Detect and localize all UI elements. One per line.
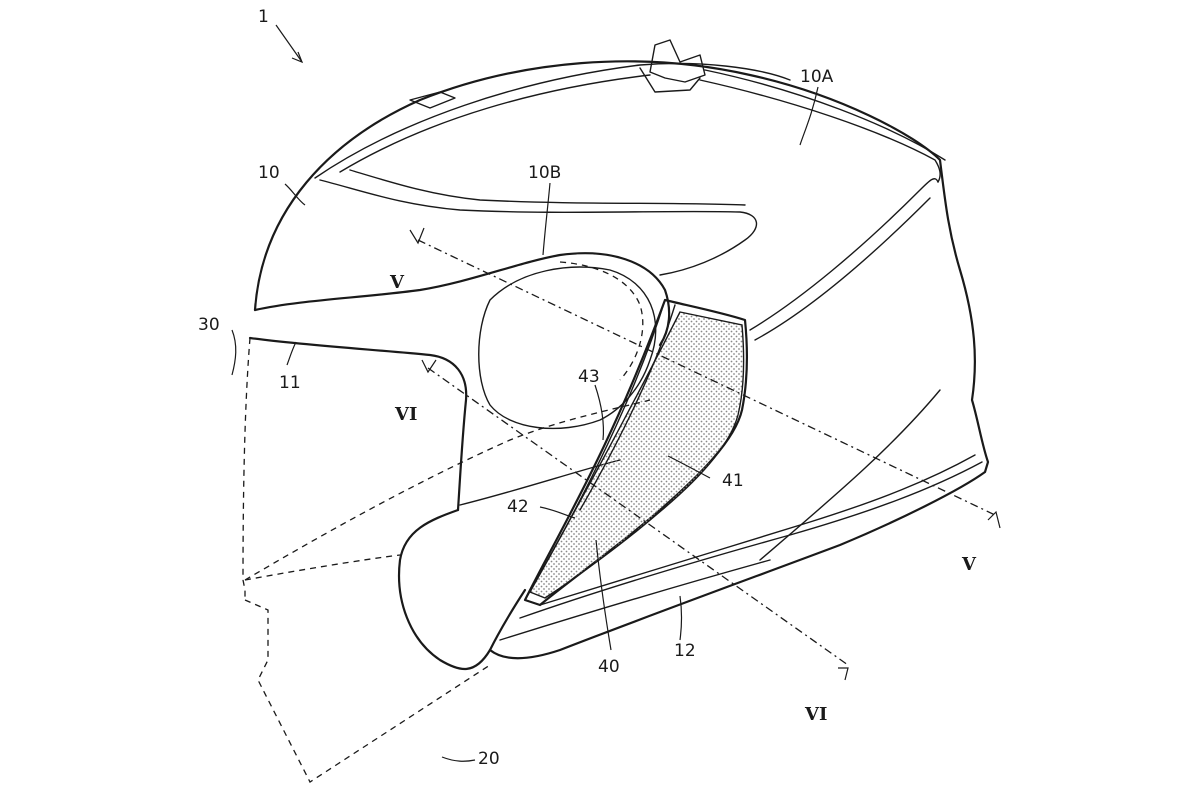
face-opening-edge <box>248 336 468 512</box>
side-graphic-2 <box>349 169 746 206</box>
leader-10 <box>284 183 306 206</box>
rear-vent-lower <box>639 67 701 93</box>
leader-1-head <box>291 51 304 64</box>
section-line-vi <box>427 367 849 666</box>
section-v-arrow-top <box>409 227 425 245</box>
label-section-vi-bottom: VI <box>804 704 827 725</box>
side-seam-2 <box>754 197 931 341</box>
upper-panel-line-2 <box>704 69 946 161</box>
label-helmet: 1 <box>258 7 269 27</box>
leader-42 <box>539 506 576 519</box>
shield-outline-dashed <box>242 337 251 600</box>
label-lower-edge: 12 <box>674 641 696 661</box>
ear-unit-edge-42 <box>524 299 666 601</box>
front-vent <box>409 91 456 109</box>
face-opening-upper <box>253 252 671 347</box>
label-section-v-bottom: V <box>961 554 977 575</box>
rear-vent <box>649 39 706 83</box>
leader-20 <box>441 756 476 762</box>
top-ridge-inner <box>339 74 651 173</box>
inner-liner <box>478 266 657 430</box>
leader-40 <box>595 539 612 651</box>
leader-30 <box>231 329 237 376</box>
side-seam <box>749 178 939 331</box>
label-ear-inner: 43 <box>578 367 600 387</box>
label-section-vi-top: VI <box>394 404 417 425</box>
leader-12 <box>679 595 683 641</box>
label-ear-outer: 41 <box>722 471 744 491</box>
lower-rim-3 <box>499 559 771 641</box>
section-v-arrow-bottom <box>987 510 1001 529</box>
label-shell-upper: 10A <box>800 67 834 87</box>
upper-panel-line <box>699 79 941 183</box>
label-section-v-top: V <box>389 272 405 293</box>
leader-11 <box>286 341 297 366</box>
leader-10a <box>799 86 819 146</box>
label-chin: 20 <box>478 749 500 769</box>
leader-43 <box>594 384 605 441</box>
helmet-shell-outline <box>253 60 990 660</box>
label-ear-edge: 42 <box>507 497 529 517</box>
jaw-panel <box>398 508 527 671</box>
leader-10b <box>542 182 551 256</box>
shield-lower-dashed <box>244 554 401 581</box>
label-shell-side: 10B <box>528 163 561 183</box>
chin-bar-dashed <box>244 599 491 783</box>
shield-cross-dashed <box>244 399 651 581</box>
label-ear-unit: 40 <box>598 657 620 677</box>
ear-unit-edge-43 <box>579 304 676 511</box>
side-graphic <box>319 179 758 276</box>
section-vi-arrow-bottom <box>838 667 849 681</box>
label-shell: 10 <box>258 163 280 183</box>
top-ridge <box>314 62 791 179</box>
section-vi-arrow-top <box>421 359 437 374</box>
leader-41 <box>667 455 711 479</box>
label-front-edge: 11 <box>279 373 301 393</box>
rear-sweep <box>759 389 941 561</box>
ear-unit-hatch <box>529 311 745 599</box>
label-shield: 30 <box>198 315 220 335</box>
leader-1 <box>275 24 303 63</box>
section-line-v <box>417 239 996 516</box>
